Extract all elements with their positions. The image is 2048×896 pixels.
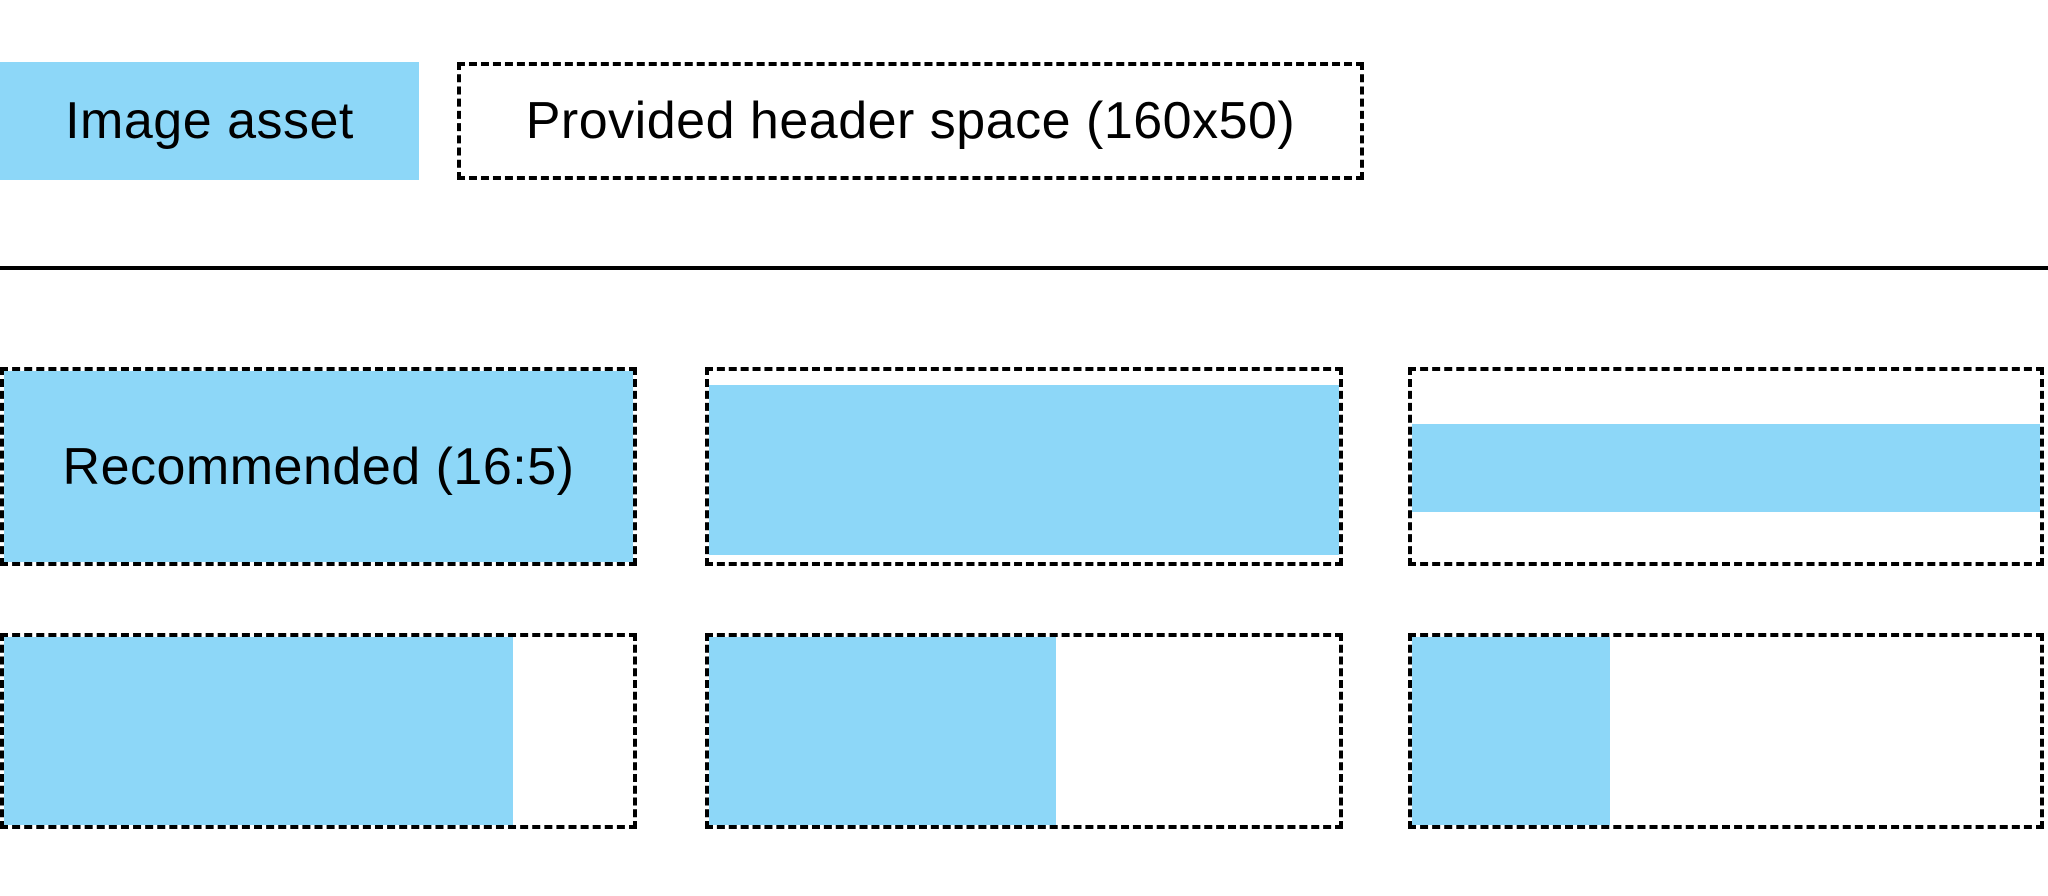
example-box-width-31 <box>1408 633 2044 829</box>
recommended-ratio-label: Recommended (16:5) <box>62 437 575 496</box>
example-box-width-55 <box>705 633 1343 829</box>
image-asset-fill <box>4 371 633 562</box>
legend-header-space-label: Provided header space (160x50) <box>525 92 1296 150</box>
legend-image-asset-label: Image asset <box>65 92 354 150</box>
divider-line <box>0 266 2048 270</box>
image-asset-fill <box>1412 423 2040 513</box>
image-asset-fill <box>1412 637 1610 825</box>
image-asset-fill <box>709 385 1339 556</box>
example-box-thin-bar <box>1408 367 2044 566</box>
example-box-width-81 <box>0 633 637 829</box>
image-asset-fill <box>709 637 1056 825</box>
example-box-recommended: Recommended (16:5) <box>0 367 637 566</box>
legend-header-space-box: Provided header space (160x50) <box>457 62 1364 180</box>
image-asset-fill <box>4 637 514 825</box>
legend-image-asset-swatch: Image asset <box>0 62 419 180</box>
example-box-letterboxed <box>705 367 1343 566</box>
